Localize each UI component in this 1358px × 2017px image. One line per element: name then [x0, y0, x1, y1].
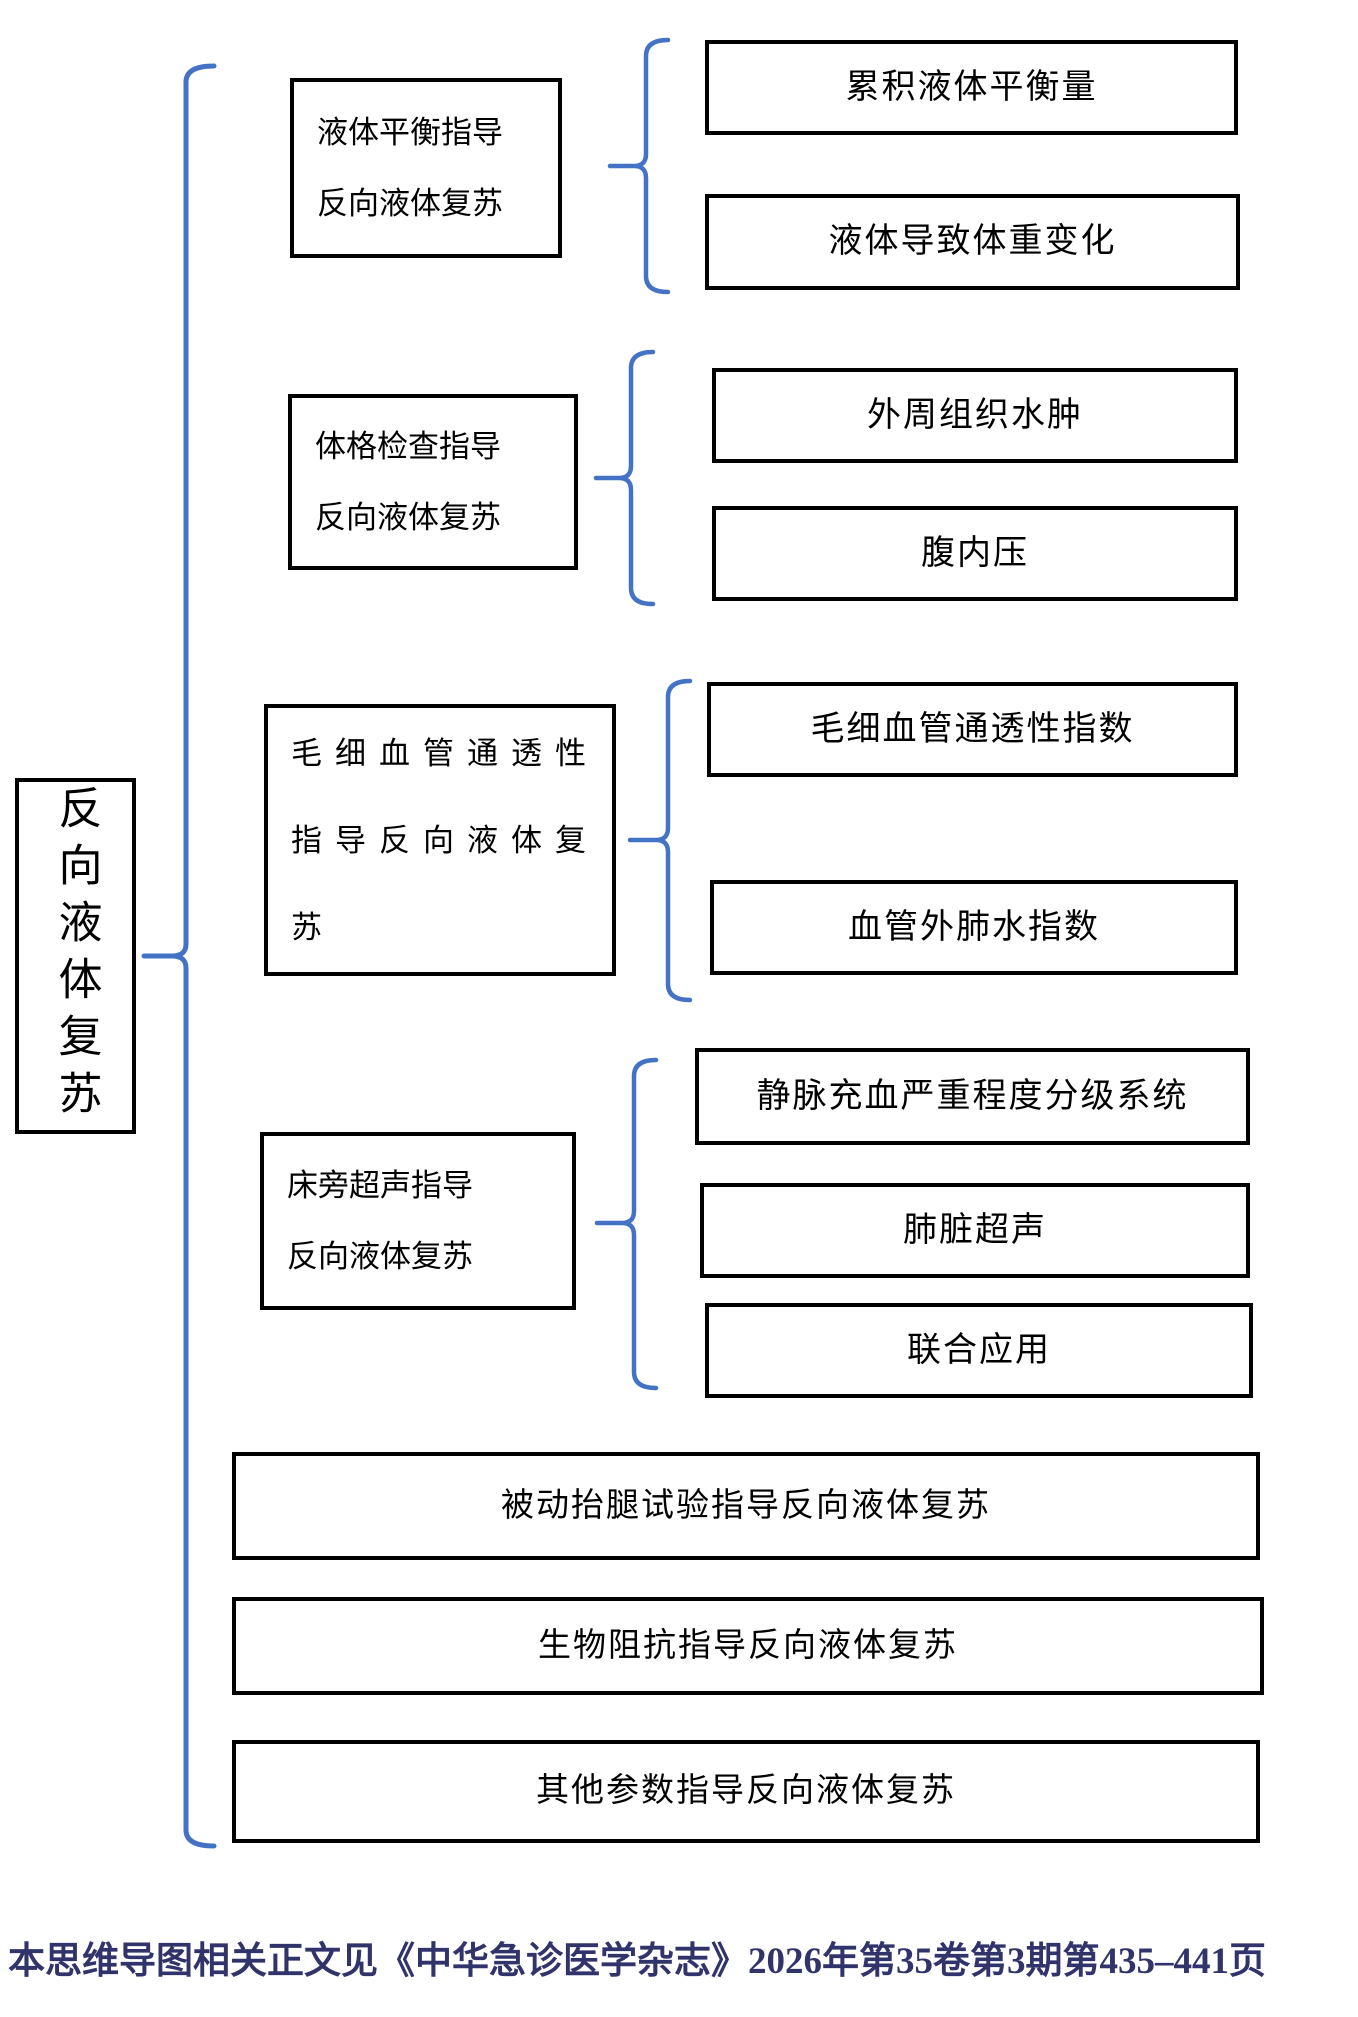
- child-label: 外周组织水肿: [867, 396, 1083, 434]
- child-label: 肺脏超声: [903, 1211, 1047, 1249]
- branch-label-line: 反向液体复苏: [317, 186, 503, 221]
- branch-label-line: 床旁超声指导: [287, 1168, 473, 1203]
- branch-label-line: 生物阻抗指导反向液体复苏: [538, 1627, 958, 1664]
- branch-bedside-ultrasound: 床旁超声指导 反向液体复苏: [260, 1132, 576, 1310]
- branch-label-line: 指导反向液体复: [291, 822, 599, 858]
- branch-label-line: 其他参数指导反向液体复苏: [536, 1773, 956, 1809]
- child-label: 联合应用: [907, 1331, 1051, 1369]
- child-intra-abdominal-pressure: 腹内压: [712, 506, 1238, 601]
- branch-label-line: 被动抬腿试验指导反向液体复苏: [501, 1487, 991, 1524]
- child-lung-ultrasound: 肺脏超声: [700, 1183, 1250, 1278]
- child-label: 毛细血管通透性指数: [810, 710, 1135, 748]
- brace-root: [141, 63, 217, 1849]
- child-label: 血管外肺水指数: [848, 908, 1100, 946]
- child-label: 液体导致体重变化: [828, 223, 1117, 260]
- branch-label-line: 反向液体复苏: [315, 500, 501, 535]
- branch-label-line: 反向液体复苏: [287, 1239, 473, 1274]
- child-peripheral-edema: 外周组织水肿: [712, 368, 1238, 463]
- root-node-label: 反向液体复苏: [51, 785, 101, 1127]
- branch-bioimpedance: 生物阻抗指导反向液体复苏: [232, 1597, 1264, 1695]
- branch-label-line: 液体平衡指导: [317, 115, 503, 150]
- branch-label-line: 毛细血管通透性: [291, 735, 599, 771]
- child-extravascular-lung-water-index: 血管外肺水指数: [710, 880, 1238, 975]
- branch-physical-exam: 体格检查指导 反向液体复苏: [288, 394, 578, 570]
- branch-passive-leg-raise: 被动抬腿试验指导反向液体复苏: [232, 1452, 1260, 1560]
- child-capillary-permeability-index: 毛细血管通透性指数: [707, 682, 1238, 777]
- branch-other-parameters: 其他参数指导反向液体复苏: [232, 1740, 1260, 1843]
- brace-capillary: [627, 678, 693, 1003]
- branch-fluid-balance: 液体平衡指导 反向液体复苏: [290, 78, 562, 258]
- child-fluid-weight-change: 液体导致体重变化: [705, 194, 1240, 290]
- branch-label-line: 苏: [291, 909, 322, 945]
- brace-physical-exam: [593, 349, 656, 607]
- child-label: 腹内压: [921, 534, 1029, 572]
- brace-bedside-ultrasound: [594, 1057, 659, 1391]
- child-venous-congestion-grading: 静脉充血严重程度分级系统: [695, 1048, 1250, 1145]
- branch-label-line: 体格检查指导: [315, 429, 501, 464]
- branch-capillary-permeability: 毛细血管通透性 指导反向液体复 苏: [264, 704, 616, 976]
- child-combined-application: 联合应用: [705, 1303, 1253, 1398]
- brace-fluid-balance: [607, 37, 671, 295]
- root-node: 反向液体复苏: [15, 778, 136, 1134]
- footer-caption: 本思维导图相关正文见《中华急诊医学杂志》2026年第35卷第3期第435–441…: [8, 1941, 1266, 1982]
- child-label: 累积液体平衡量: [845, 68, 1098, 106]
- child-cumulative-fluid-balance: 累积液体平衡量: [705, 40, 1238, 135]
- child-label: 静脉充血严重程度分级系统: [756, 1077, 1189, 1115]
